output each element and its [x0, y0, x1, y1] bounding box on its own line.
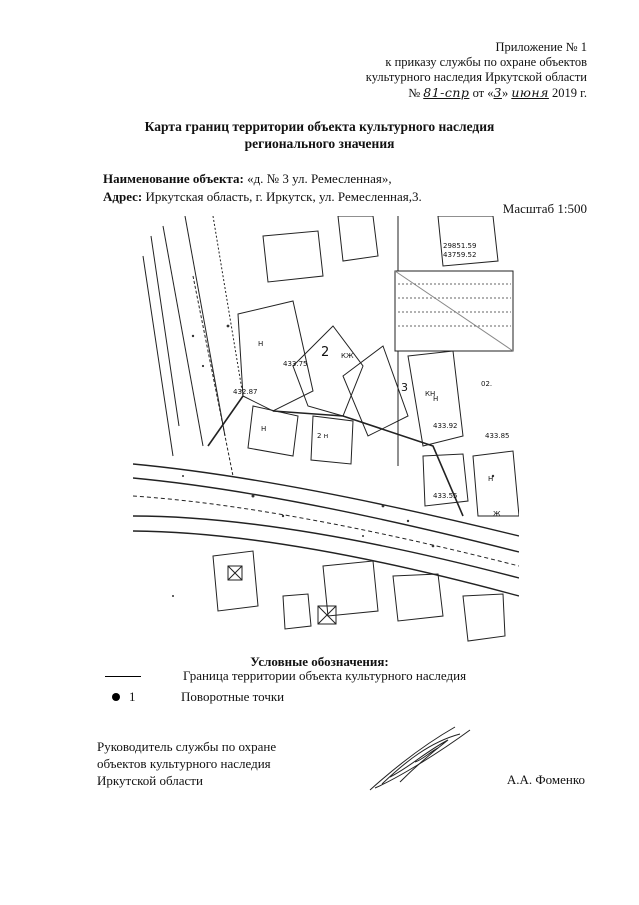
title-line-1: Карта границ территории объекта культурн…	[144, 119, 495, 134]
order-number: 81-спр	[423, 85, 470, 100]
signer-line-1: Руководитель службы по охране	[97, 739, 277, 754]
order-day: 3	[493, 85, 502, 100]
order-month: июня	[511, 85, 549, 100]
signer-title: Руководитель службы по охране объектов к…	[97, 738, 276, 789]
address-label: Адрес:	[103, 189, 143, 204]
map-label-zh: Ж	[493, 510, 501, 518]
object-name: Наименование объекта: «д. № 3 ул. Ремесл…	[103, 170, 422, 188]
point-number: 1	[129, 689, 136, 704]
map-label-e1: 433.92	[433, 422, 458, 430]
map-label-e5: 433.75	[283, 360, 308, 368]
address-value: Иркутская область, г. Иркутск, ул. Ремес…	[142, 189, 422, 204]
order-number-line: № 81-спр от «3» июня 2019 г.	[366, 85, 587, 101]
signer-name: А.А. Фоменко	[506, 772, 585, 787]
map-label-kn: КН	[425, 390, 435, 398]
map-label-e4: 433.55	[433, 492, 458, 500]
map-label-n4: Н	[488, 475, 493, 483]
map-label-e7: 43759.52	[443, 251, 476, 259]
title-line-2: регионального значения	[244, 136, 395, 151]
object-address: Адрес: Иркутская область, г. Иркутск, ул…	[103, 188, 422, 206]
map-label-n2: Н	[261, 425, 266, 433]
appendix-line-2: к приказу службы по охране объектов	[385, 55, 587, 69]
document-title: Карта границ территории объекта культурн…	[0, 118, 639, 152]
appendix-header: Приложение № 1 к приказу службы по охран…	[366, 40, 587, 101]
map-label-3: 3	[401, 381, 408, 394]
boundary-line-sample	[105, 676, 141, 677]
map-label-n3: Н	[433, 395, 438, 403]
legend-point-sample: 1	[112, 689, 136, 705]
signer-line-2: объектов культурного наследия	[97, 756, 271, 771]
map-label-2: 2	[321, 345, 329, 360]
number-prefix: №	[408, 86, 421, 100]
name-label: Наименование объекта:	[103, 171, 244, 186]
date-from: от «	[472, 86, 494, 100]
order-year: 2019 г.	[552, 86, 587, 100]
cadastral-map: 2 3 КЖ Н Н Н Н Ж 02. КН 433.92 433.85 43…	[133, 216, 519, 648]
name-value: «д. № 3 ул. Ремесленная»,	[243, 171, 392, 186]
appendix-line-1: Приложение № 1	[495, 40, 587, 54]
map-label-n1: Н	[258, 340, 263, 348]
signature-icon	[369, 726, 471, 791]
map-label-e2: 433.85	[485, 432, 510, 440]
signer-line-3: Иркутской области	[97, 773, 203, 788]
object-info: Наименование объекта: «д. № 3 ул. Ремесл…	[103, 170, 422, 206]
legend-boundary-text: Граница территории объекта культурного н…	[183, 668, 467, 683]
map-label-e3: 432.87	[233, 388, 258, 396]
legend-title: Условные обозначения:	[250, 654, 389, 669]
map-label-02: 02.	[481, 380, 492, 388]
map-label-kzh: КЖ	[341, 352, 354, 360]
appendix-line-3: культурного наследия Иркутской области	[365, 70, 587, 84]
map-scale: Масштаб 1:500	[502, 201, 587, 216]
legend-point-text: Поворотные точки	[181, 689, 285, 704]
map-label-2n: 2 н	[317, 432, 328, 440]
point-dot-icon	[112, 693, 120, 701]
map-label-e6: 29851.59	[443, 242, 476, 250]
date-mid: »	[501, 86, 509, 100]
